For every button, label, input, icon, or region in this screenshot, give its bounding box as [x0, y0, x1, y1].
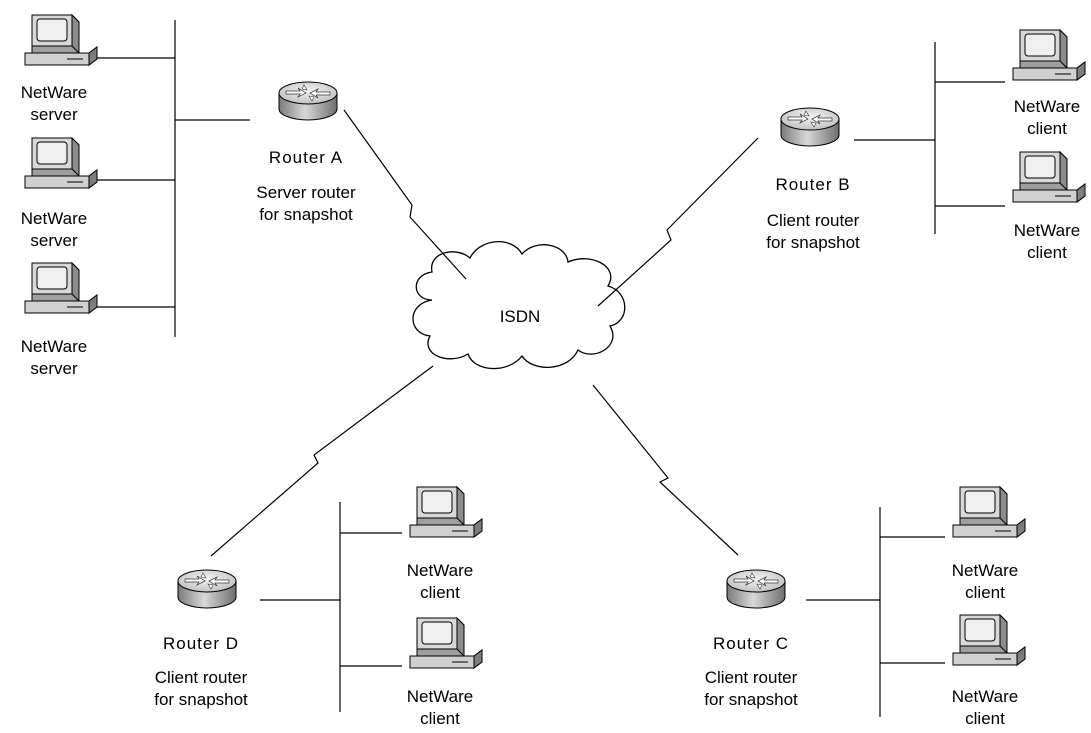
router-c-name: Router C	[712, 634, 790, 653]
link-router-a-isdn	[343, 109, 467, 280]
netware-client-b1-icon	[998, 29, 1086, 86]
link-router-d-isdn	[210, 365, 434, 557]
link-router-b-isdn	[597, 137, 759, 307]
router-b-name: Router B	[775, 175, 851, 194]
lan-segments	[93, 20, 1005, 717]
router-c-icon	[726, 569, 786, 609]
router-a-icon	[278, 81, 338, 121]
netware-server-3-icon	[10, 262, 98, 319]
link-router-c-isdn	[592, 384, 739, 556]
isdn-cloud: ISDN	[412, 241, 626, 370]
netware-client-c2-icon	[938, 614, 1026, 671]
netware-client-c1-icon	[938, 486, 1026, 543]
netware-client-d2-icon	[395, 617, 483, 674]
netware-client-d1-icon	[395, 486, 483, 543]
netware-server-2-icon	[10, 137, 98, 194]
router-a-name: Router A	[268, 148, 344, 167]
netware-client-b2-icon	[998, 151, 1086, 208]
router-d-icon	[177, 569, 237, 609]
serial-links	[210, 109, 759, 557]
router-d-name: Router D	[162, 634, 240, 653]
router-b-icon	[780, 107, 840, 147]
netware-server-1-icon	[10, 14, 98, 71]
isdn-label: ISDN	[500, 307, 541, 326]
